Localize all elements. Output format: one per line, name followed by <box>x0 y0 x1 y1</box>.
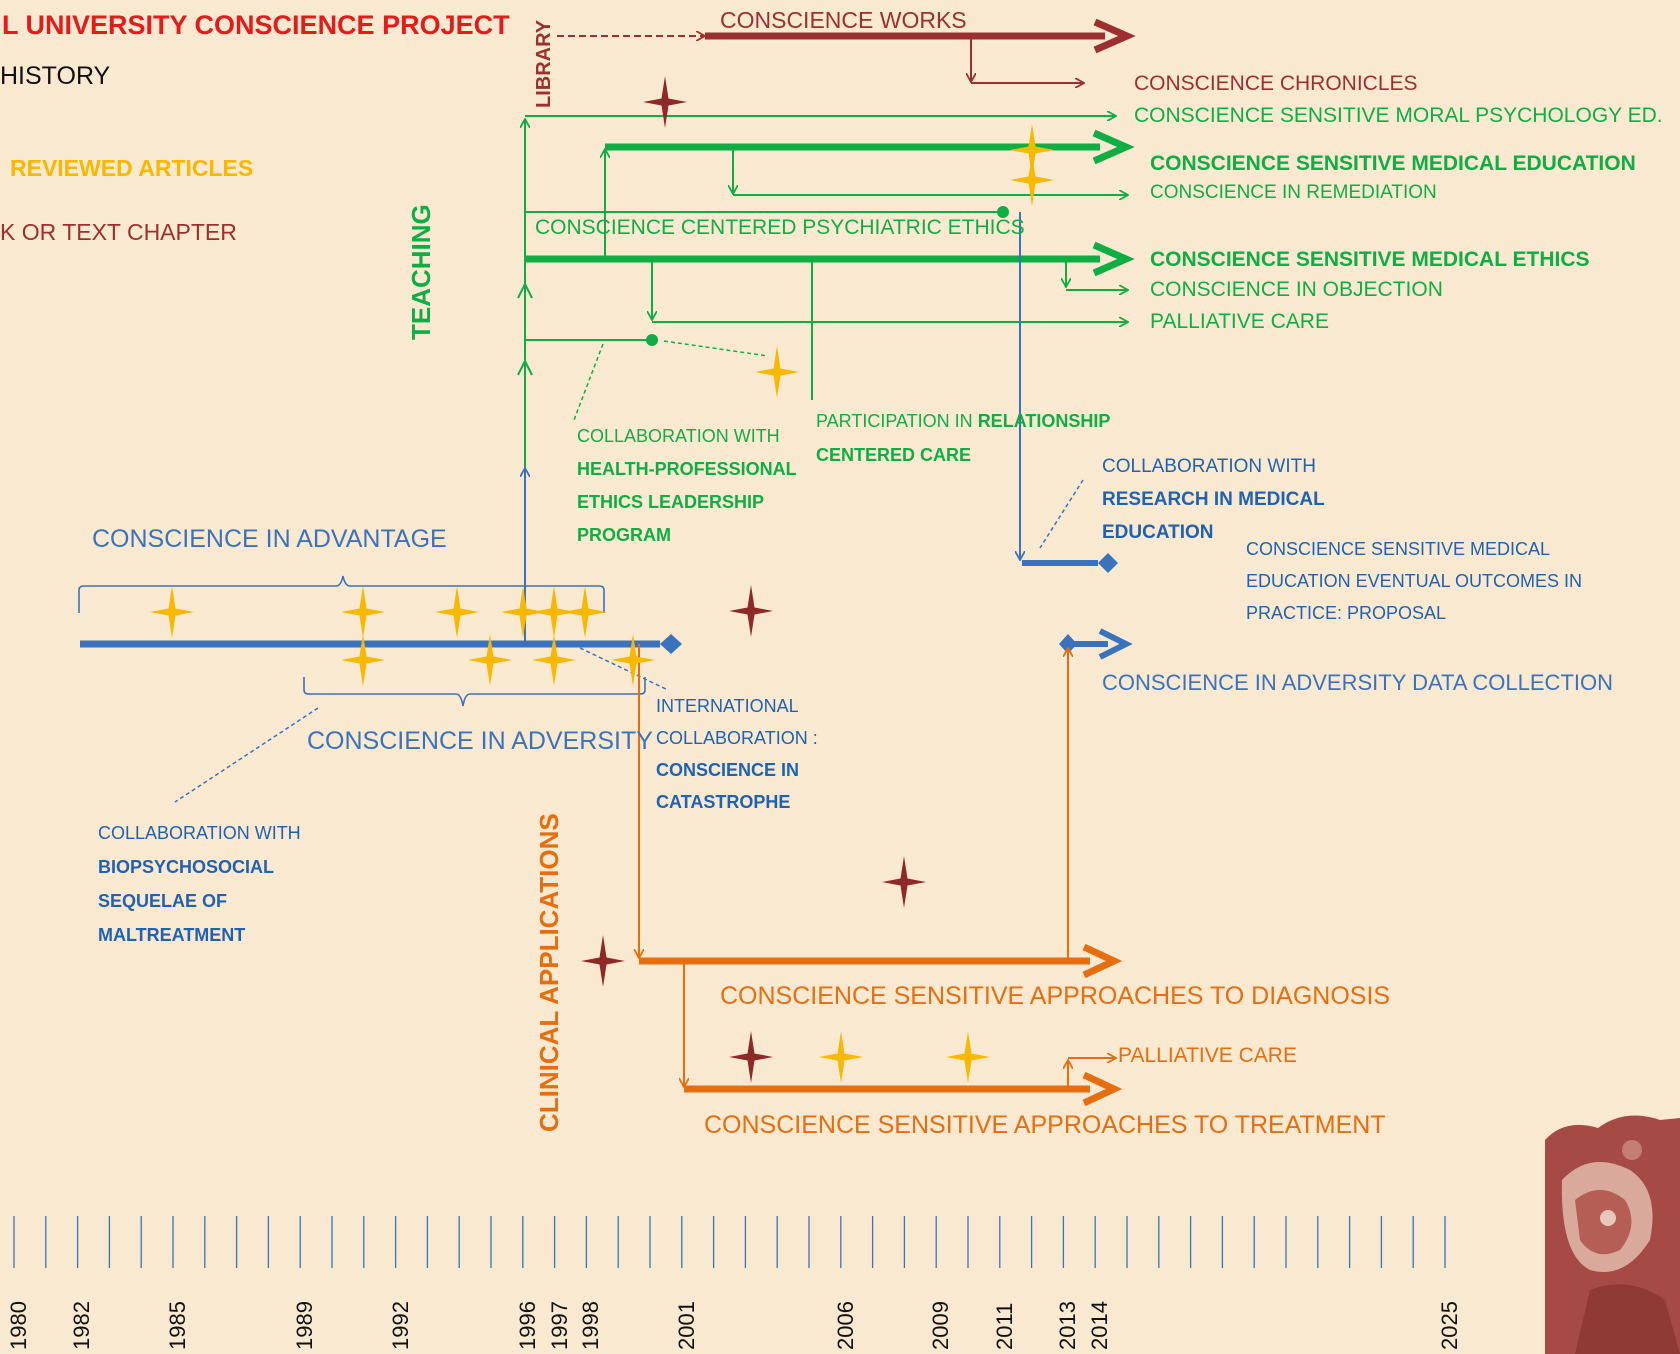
category-library: LIBRARY <box>533 19 555 108</box>
legend-book-chapter: K OR TEXT CHAPTER <box>0 219 237 245</box>
label-medical-ethics: CONSCIENCE SENSITIVE MEDICAL ETHICS <box>1150 248 1590 271</box>
rcc-line1a: PARTICIPATION IN <box>816 411 978 431</box>
label-medical-education: CONSCIENCE SENSITIVE MEDICAL EDUCATION <box>1150 152 1636 175</box>
legend-reviewed-articles: REVIEWED ARTICLES <box>10 155 254 181</box>
rme-line2: RESEARCH IN MEDICAL <box>1102 489 1325 510</box>
article-star <box>819 1031 863 1083</box>
library-lines <box>557 18 1136 83</box>
intl-line2: COLLABORATION : <box>656 728 818 748</box>
collab-research-med-ed: COLLABORATION WITH RESEARCH IN MEDICAL E… <box>1102 450 1325 549</box>
intl-line3: CONSCIENCE IN <box>656 760 800 780</box>
bio-line2: BIOPSYCHOSOCIAL <box>98 857 275 877</box>
bio-line1: COLLABORATION WITH <box>98 823 301 843</box>
collab-biopsychosocial: COLLABORATION WITH BIOPSYCHOSOCIAL SEQUE… <box>98 816 301 952</box>
rcc-line1b: RELATIONSHIP <box>977 411 1111 431</box>
chapter-star <box>643 76 687 128</box>
label-psychiatric-ethics: CONSCIENCE CENTERED PSYCHIATRIC ETHICS <box>535 216 1025 239</box>
article-star <box>341 586 385 638</box>
participation-rcc: PARTICIPATION IN RELATIONSHIP CENTERED C… <box>816 404 1110 472</box>
label-remediation: CONSCIENCE IN REMEDIATION <box>1150 182 1437 203</box>
outcomes-line1: CONSCIENCE SENSITIVE MEDICAL <box>1246 539 1551 559</box>
chapter-star <box>581 935 625 987</box>
bio-line4: MALTREATMENT <box>98 925 246 945</box>
article-star <box>435 586 479 638</box>
year-label: 1982 <box>69 1301 94 1350</box>
article-star <box>563 586 607 638</box>
collab-hpel-line3: ETHICS LEADERSHIP <box>577 492 765 512</box>
article-star <box>755 346 799 398</box>
chapter-star <box>882 856 926 908</box>
year-label: 2001 <box>674 1301 699 1350</box>
label-treatment: CONSCIENCE SENSITIVE APPROACHES TO TREAT… <box>704 1111 1386 1139</box>
label-palliative-care-teaching: PALLIATIVE CARE <box>1150 310 1329 333</box>
year-label: 2013 <box>1055 1301 1080 1350</box>
year-label: 2011 <box>992 1302 1017 1350</box>
intl-line4: CATASTROPHE <box>656 792 791 812</box>
year-label: 1996 <box>515 1301 540 1350</box>
collab-hpel-line1: COLLABORATION WITH <box>577 426 780 446</box>
outcomes-line3: PRACTICE: PROPOSAL <box>1246 603 1447 623</box>
collab-hpel-line4: PROGRAM <box>577 525 671 545</box>
rme-line3: EDUCATION <box>1102 522 1214 543</box>
article-star <box>150 586 194 638</box>
label-moral-psychology: CONSCIENCE SENSITIVE MORAL PSYCHOLOGY ED… <box>1134 104 1663 127</box>
year-label: 2014 <box>1087 1301 1112 1350</box>
outcomes-proposal: CONSCIENCE SENSITIVE MEDICAL EDUCATION E… <box>1246 533 1582 629</box>
year-label: 2025 <box>1437 1301 1462 1350</box>
year-label: 1992 <box>388 1301 413 1350</box>
outcomes-line2: EDUCATION EVENTUAL OUTCOMES IN <box>1246 571 1583 591</box>
legend-title: L UNIVERSITY CONSCIENCE PROJECT <box>2 10 510 40</box>
article-star <box>946 1031 990 1083</box>
clinical-lines <box>639 644 1123 1107</box>
label-palliative-care-clinical: PALLIATIVE CARE <box>1118 1044 1297 1067</box>
label-conscience-in-advantage: CONSCIENCE IN ADVANTAGE <box>92 525 447 553</box>
year-ticks <box>13 1216 1446 1268</box>
year-label: 1998 <box>578 1301 603 1350</box>
year-label: 2009 <box>928 1301 953 1350</box>
year-label: 2006 <box>833 1301 858 1350</box>
article-star <box>1010 154 1054 206</box>
label-data-collection: CONSCIENCE IN ADVERSITY DATA COLLECTION <box>1102 670 1613 695</box>
rme-line1: COLLABORATION WITH <box>1102 456 1316 477</box>
bio-line3: SEQUELAE OF <box>98 891 228 911</box>
rcc-line2: CENTERED CARE <box>816 445 972 465</box>
category-teaching: TEACHING <box>406 204 436 340</box>
label-conscience-works: CONSCIENCE WORKS <box>720 7 967 33</box>
collab-hpel-line2: HEALTH-PROFESSIONAL <box>577 459 797 479</box>
intl-collaboration: INTERNATIONAL COLLABORATION : CONSCIENCE… <box>656 690 818 818</box>
legend-history: HISTORY <box>0 62 111 90</box>
label-conscience-in-adversity: CONSCIENCE IN ADVERSITY <box>307 727 653 755</box>
chapter-star <box>729 1031 773 1083</box>
chapter-star <box>729 585 773 637</box>
category-clinical-applications: CLINICAL APPLICATIONS <box>534 813 564 1132</box>
year-label: 1980 <box>6 1301 31 1350</box>
year-label: 1997 <box>547 1301 572 1350</box>
year-label: 1985 <box>165 1301 190 1350</box>
year-label: 1989 <box>292 1301 317 1350</box>
label-diagnosis: CONSCIENCE SENSITIVE APPROACHES TO DIAGN… <box>720 982 1391 1010</box>
intl-line1: INTERNATIONAL <box>656 696 799 716</box>
artwork-image <box>1545 1115 1680 1354</box>
teaching-lines <box>517 116 1135 468</box>
label-objection: CONSCIENCE IN OBJECTION <box>1150 278 1443 301</box>
collab-hpel: COLLABORATION WITH HEALTH-PROFESSIONAL E… <box>577 420 797 552</box>
label-conscience-chronicles: CONSCIENCE CHRONICLES <box>1134 72 1418 95</box>
